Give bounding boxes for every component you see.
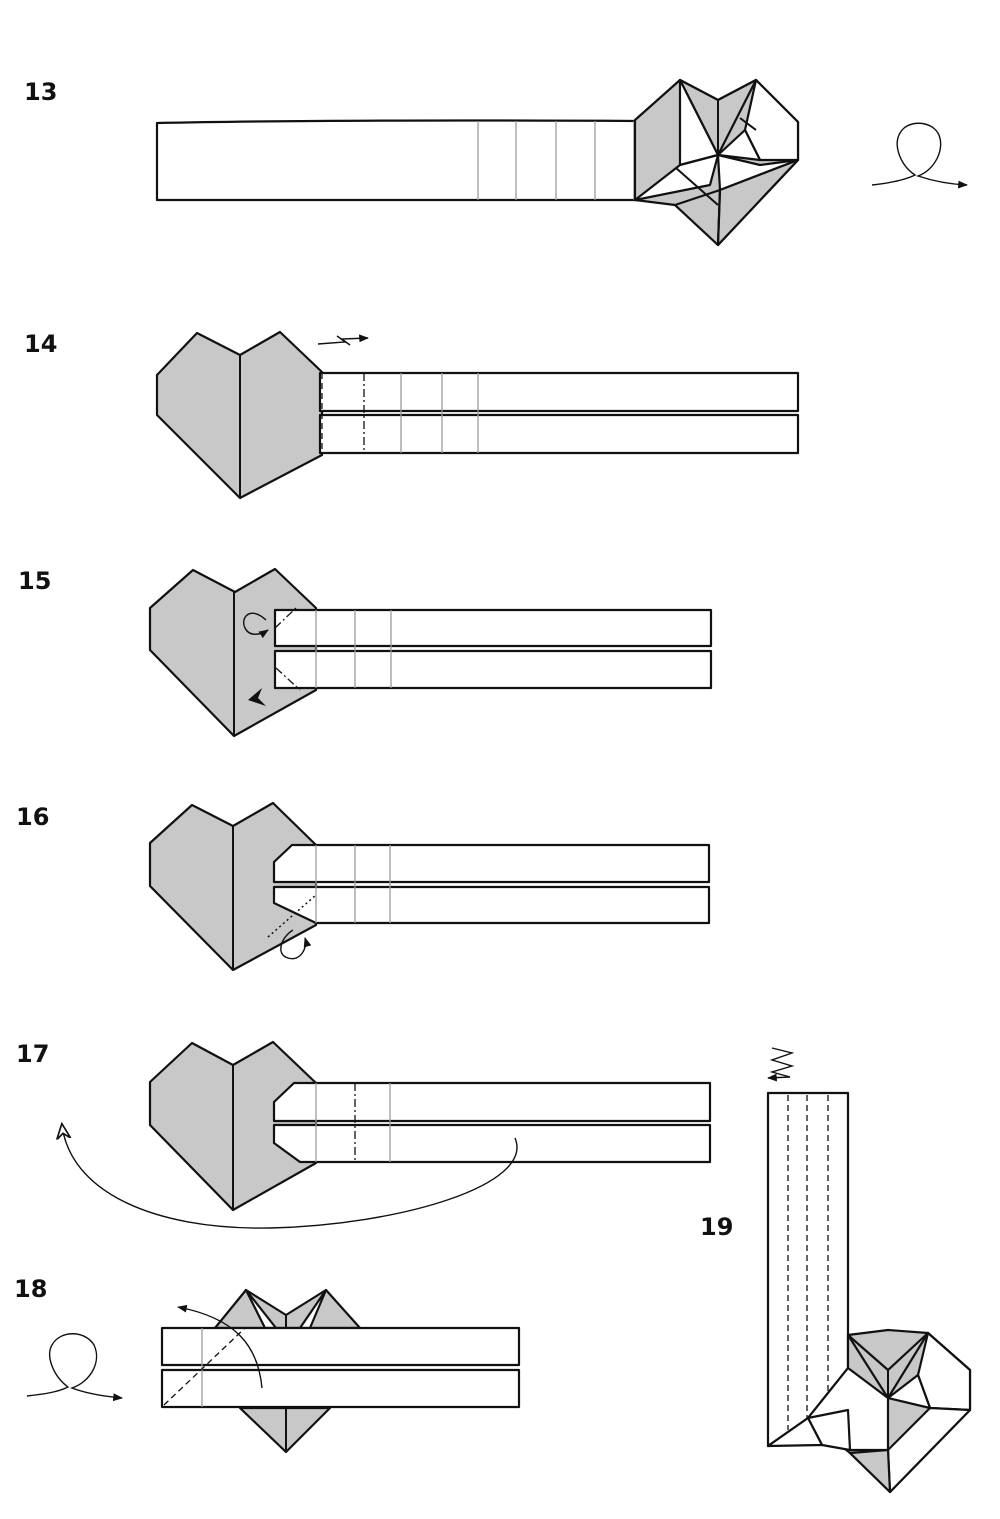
paper-strip-bottom: [273, 649, 713, 690]
pleat-arrow-icon: [767, 1047, 795, 1082]
paper-strip-bottom: [318, 413, 800, 455]
fold-arrow-icon: [62, 1125, 518, 1229]
paper-strip-bottom: [272, 885, 711, 925]
mountain-fold-arrow-icon: [243, 612, 269, 639]
step-16-number: 16: [16, 803, 50, 831]
turn-over-icon: [871, 122, 968, 189]
step-15-number: 15: [18, 567, 52, 595]
step-13-figure: [155, 78, 968, 247]
paper-strip-bottom: [272, 1123, 712, 1164]
step-19-figure: [766, 1047, 972, 1494]
mountain-fold-arrow-icon: [280, 929, 312, 960]
paper-strip: [155, 119, 642, 202]
paper-strip-top: [273, 608, 713, 648]
paper-strip-top: [160, 1326, 521, 1367]
step-18-number: 18: [14, 1275, 48, 1303]
step-15-figure: [148, 567, 713, 738]
step-16-figure: [148, 801, 711, 972]
step-18-figure: [26, 1288, 521, 1454]
heart-shape: [806, 1328, 972, 1494]
fold-arrow-icon: [248, 688, 266, 706]
paper-strip-top: [272, 843, 711, 884]
fold-arrow-icon: [177, 1304, 263, 1389]
step-19-number: 19: [700, 1213, 734, 1241]
turn-over-icon: [26, 1333, 123, 1402]
step-14-number: 14: [24, 330, 58, 358]
paper-strip-top: [272, 1081, 712, 1123]
paper-strip-top: [318, 371, 800, 413]
step-17-number: 17: [16, 1040, 50, 1068]
step-14-figure: [155, 330, 800, 500]
step-13-number: 13: [24, 78, 58, 106]
paper-strip-bottom: [160, 1368, 521, 1409]
pleat-arrow-icon: [317, 334, 369, 346]
step-17-figure: [62, 1040, 712, 1229]
heart-shape: [633, 78, 800, 247]
